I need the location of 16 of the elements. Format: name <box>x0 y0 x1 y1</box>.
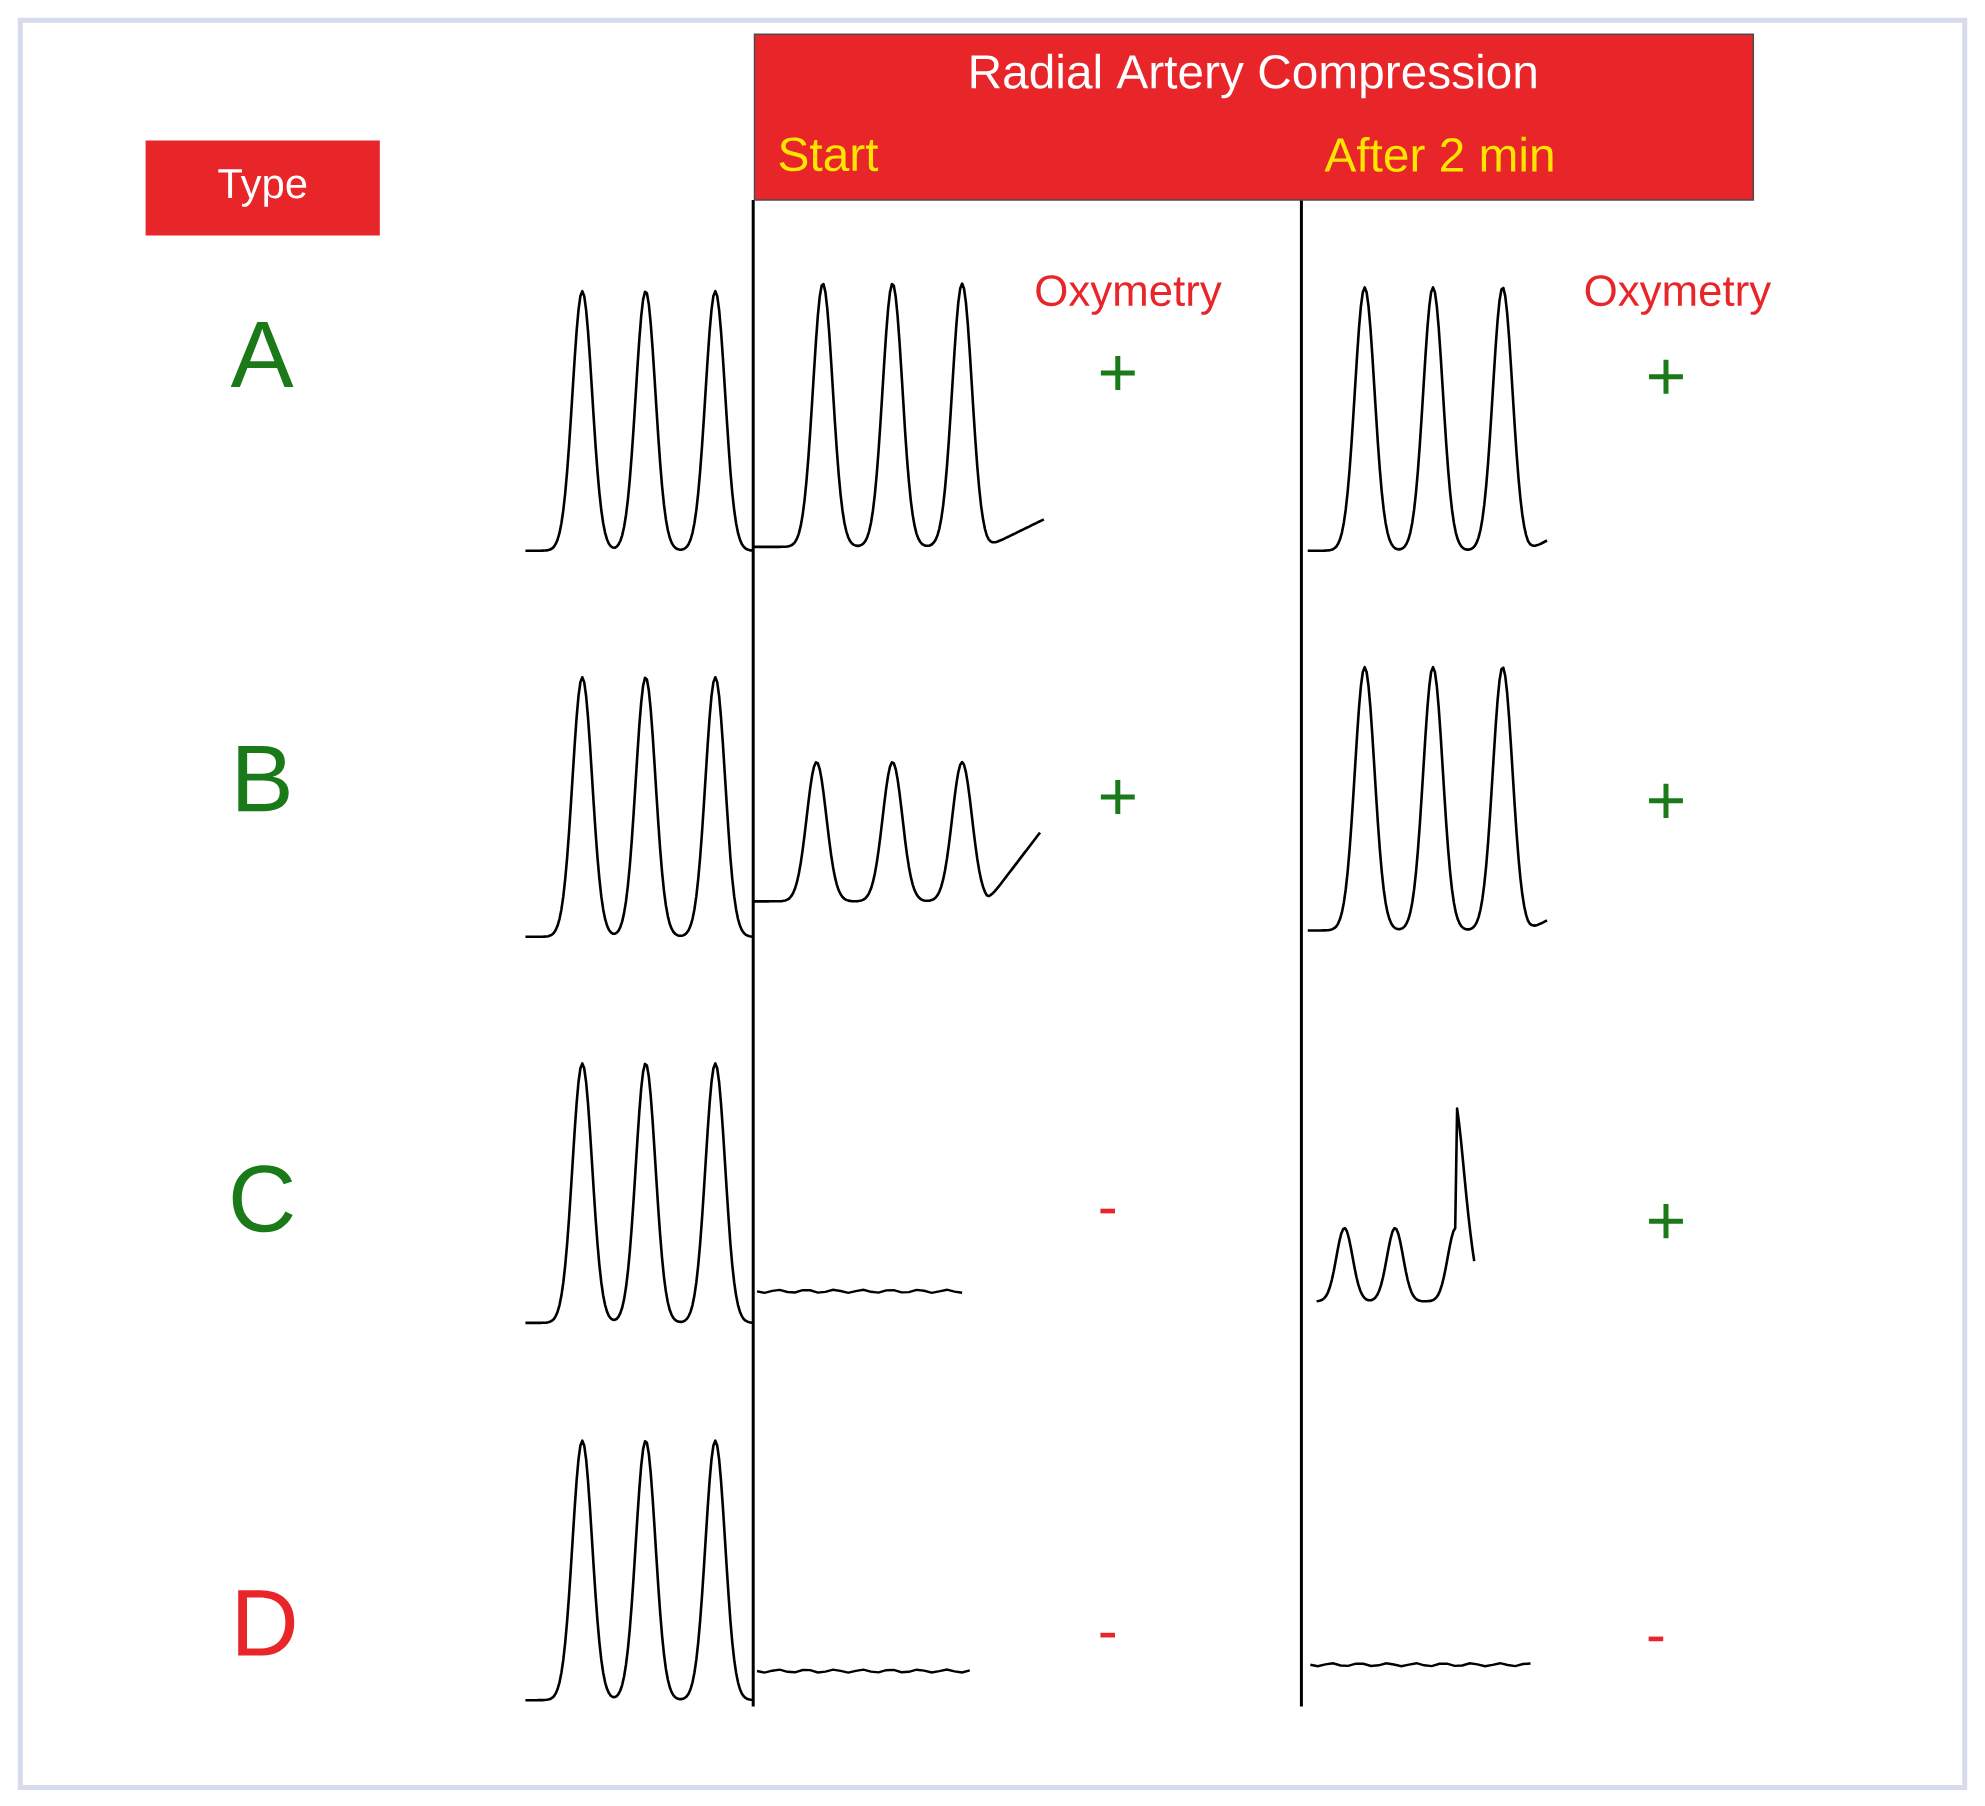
type-box: Type <box>145 140 380 236</box>
result-sign: + <box>1100 355 1135 390</box>
type-letter: A <box>230 321 294 388</box>
type-letter: C <box>232 1165 293 1233</box>
result-sign: + <box>1649 783 1683 818</box>
type-letter: D <box>238 1590 295 1656</box>
result-sign: + <box>1649 359 1683 394</box>
header-box: Radial Artery Compression Start After 2 min <box>753 33 1755 201</box>
result-sign: - <box>1100 1208 1115 1214</box>
result-sign: - <box>1648 1636 1664 1642</box>
column-label: Oxymetry <box>1036 275 1222 315</box>
column-label: Oxymetry <box>1585 275 1772 315</box>
result-sign: + <box>1100 780 1135 815</box>
type-letter: B <box>238 746 289 812</box>
result-sign: + <box>1649 1204 1683 1239</box>
result-sign: - <box>1100 1632 1115 1638</box>
